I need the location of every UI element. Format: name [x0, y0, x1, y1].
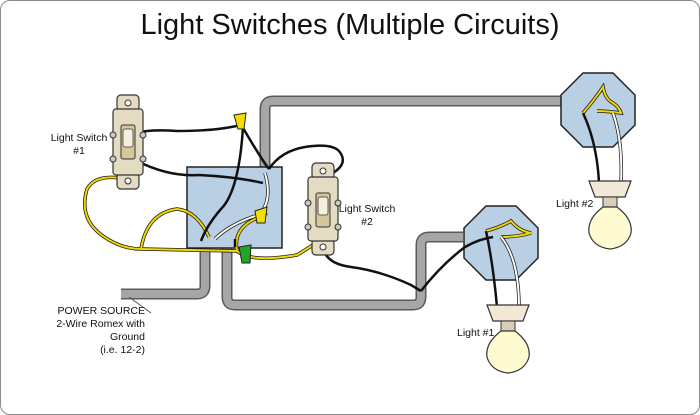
wire-nut-ground — [238, 244, 252, 264]
wire-nuts — [233, 112, 268, 264]
cable-to-light2 — [259, 95, 561, 173]
light2-label: Light #2 — [556, 198, 594, 210]
cables — [121, 95, 561, 311]
power-source-cable — [121, 246, 211, 300]
switch1-label-line1: Light Switch — [50, 132, 108, 144]
switch1-label-line2: #1 — [73, 145, 85, 157]
power-source-label: POWER SOURCE 2-Wire Romex with Ground (i… — [15, 305, 145, 357]
switch1 — [109, 94, 147, 190]
light1-bulb — [486, 304, 530, 374]
page-title: Light Switches (Multiple Circuits) — [140, 9, 560, 41]
switch2-label-line1: Light Switch — [338, 203, 396, 215]
switch2-label: Light Switch #2 — [335, 203, 399, 229]
power-source-line1: POWER SOURCE — [57, 305, 145, 317]
light2-bulb — [588, 180, 632, 250]
wire-nut-middle — [254, 206, 268, 224]
switch1-label: Light Switch #1 — [41, 132, 117, 158]
power-source-callout-line — [128, 296, 152, 314]
power-source-line4: (i.e. 12-2) — [100, 344, 145, 356]
switch2 — [304, 162, 342, 256]
light1-label: Light #1 — [457, 327, 495, 339]
power-source-line2: 2-Wire Romex with — [56, 318, 145, 330]
switch2-label-line2: #2 — [361, 216, 373, 228]
wire-nut-top — [233, 112, 247, 130]
power-source-line3: Ground — [109, 331, 145, 343]
